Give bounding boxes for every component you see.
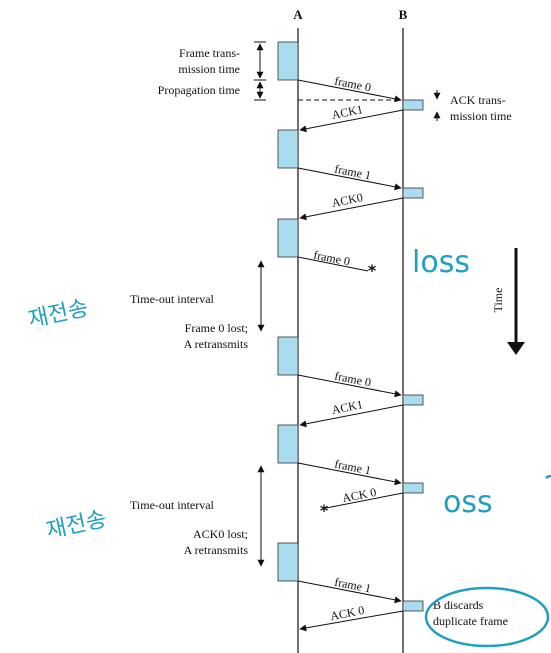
frame0-lost-label: Frame 0 lost; [185,321,248,335]
arrow-ack0-lost [325,492,404,509]
ack0-lost-label: ACK0 lost; [193,527,248,541]
msg-label: frame 1 [333,457,372,478]
loss-star-icon: * [320,501,329,520]
arrow-ack1-1 [299,109,404,133]
loss-star-icon: * [368,261,377,280]
frame-box-a-6 [277,542,299,582]
ack-box-b-4 [402,482,424,494]
arrow-frame0-lost [297,256,369,272]
time-arrow-icon [507,342,525,355]
frame-box-a-4 [277,336,299,376]
discard-label: B discards [433,598,484,612]
ack-box-b-1 [402,99,424,111]
arrow-frame1-3 [297,580,402,604]
arrow-frame0-2 [297,374,402,398]
msg-label: frame 1 [333,575,372,596]
handwritten-loss: loss [412,245,470,280]
msg-label: ACK1 [331,102,364,122]
arrow-ack1-2 [299,404,404,428]
handwritten-loss: oss [443,485,493,520]
ack-box-b-5 [402,600,424,612]
msg-label: frame 0 [312,248,351,269]
discard-label: duplicate frame [433,614,508,628]
arrow-frame1-2 [297,462,402,486]
ack-transmission-label: ACK trans- [450,93,506,107]
msg-label: ACK 0 [329,603,365,623]
timeout-label-2: Time-out interval [130,498,215,512]
arrow-frame1-1 [297,167,402,191]
time-axis-label: Time [491,288,505,313]
arrow-frame0-1 [297,79,402,103]
frame-box-a-1 [277,41,299,81]
frame-box-a-2 [277,129,299,169]
ack-transmission-label: mission time [450,109,512,123]
arrow-ack0-1 [299,197,404,221]
frame0-lost-label: A retransmits [184,337,249,351]
timeout-label-1: Time-out interval [130,292,215,306]
handwritten-circle [424,586,550,648]
frame-transmission-label: Frame trans- [179,46,240,60]
msg-label: ACK 0 [341,485,377,505]
propagation-label: Propagation time [158,83,240,97]
ack0-lost-label: A retransmits [184,543,249,557]
msg-label: ACK1 [331,397,364,417]
arrow-ack0-2 [299,610,404,632]
msg-label: ACK0 [331,190,364,210]
msg-label: frame 0 [333,369,372,390]
frame-box-a-3 [277,218,299,258]
handwritten-mark [545,474,551,480]
ack-box-b-2 [402,187,424,199]
frame-box-a-5 [277,424,299,464]
station-a-label: A [293,7,303,22]
handwritten-retransmit: 재전송 [26,296,91,333]
msg-label: frame 0 [333,74,372,95]
ack-box-b-3 [402,394,424,406]
frame-transmission-label: mission time [178,62,240,76]
handwritten-retransmit: 재전송 [44,507,109,544]
station-b-label: B [399,7,408,22]
msg-label: frame 1 [333,162,372,183]
